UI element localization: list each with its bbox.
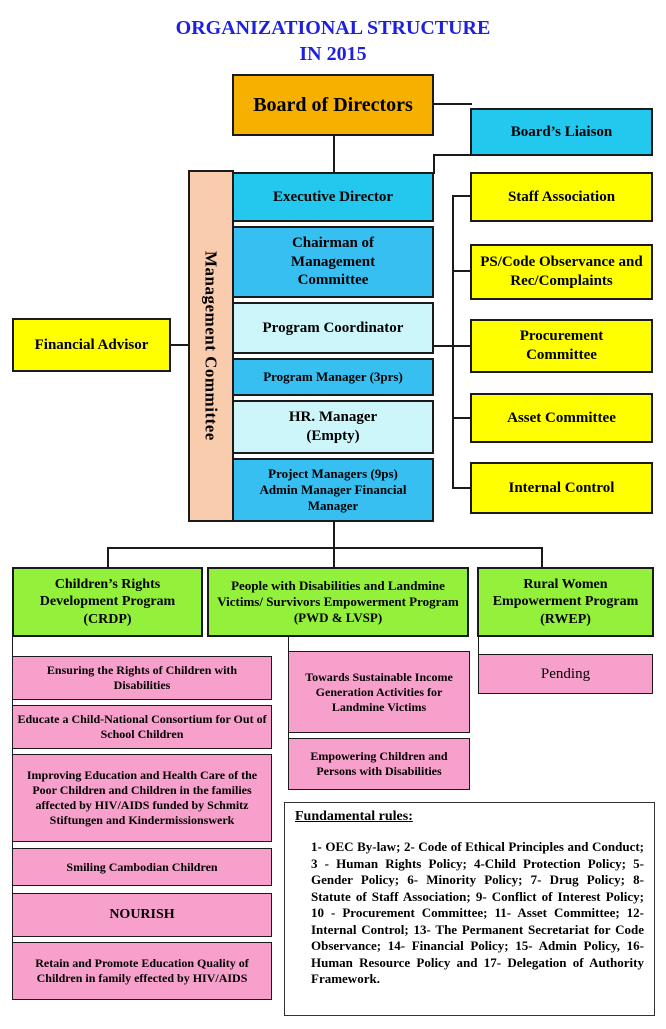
fundamental-rules-heading: Fundamental rules: xyxy=(295,809,644,825)
right-bracket-top-line xyxy=(433,154,435,174)
asset-committee-label: Asset Committee xyxy=(507,409,616,426)
crdp-project-3: Improving Education and Health Care of t… xyxy=(12,754,272,842)
crdp-project-1-label: Ensuring the Rights of Children with Dis… xyxy=(46,663,238,692)
rwep-project-1-label: Pending xyxy=(540,665,591,682)
crdp-project-2: Educate a Child-National Consortium for … xyxy=(12,705,272,749)
crdp-program-label: Children’s Rights Development Program (C… xyxy=(39,576,176,627)
program-manager-label: Program Manager (3prs) xyxy=(263,368,403,384)
financial-advisor-box: Financial Advisor xyxy=(12,318,171,372)
pwd-program-label: People with Disabilities and Landmine Vi… xyxy=(217,577,459,626)
project-managers-label: Project Managers (9ps) Admin Manager Fin… xyxy=(259,465,407,514)
bus-to-rwep-line xyxy=(541,547,543,568)
fundamental-rules-text: 1- OEC By-law; 2- Code of Ethical Princi… xyxy=(311,839,644,986)
fundamental-rules-colon: : xyxy=(408,809,413,824)
bus-to-crdp-line xyxy=(107,547,109,568)
chart-title-line1: ORGANIZATIONAL STRUCTURE xyxy=(175,17,491,39)
crdp-project-3-label: Improving Education and Health Care of t… xyxy=(26,768,258,827)
crdp-project-1: Ensuring the Rights of Children with Dis… xyxy=(12,656,272,700)
pwd-project-1: Towards Sustainable Income Generation Ac… xyxy=(288,651,470,733)
procurement-committee-box: Procurement Committee xyxy=(470,319,653,373)
board-of-directors-label: Board of Directors xyxy=(253,93,413,116)
program-coordinator-box: Program Coordinator xyxy=(232,302,434,354)
crdp-project-4: Smiling Cambodian Children xyxy=(12,848,272,886)
staff-association-label: Staff Association xyxy=(507,188,616,205)
code-observance-label: PS/Code Observance and Rec/Complaints xyxy=(480,254,643,289)
pwd-project-2: Empowering Children and Persons with Dis… xyxy=(288,738,470,790)
liaison-to-stack-connector xyxy=(433,154,472,156)
right-bracket-tick-5 xyxy=(452,487,471,489)
rwep-program-label: Rural Women Empowerment Program (RWEP) xyxy=(492,576,639,627)
crdp-project-6-label: Retain and Promote Education Quality of … xyxy=(35,956,249,985)
board-to-liaison-line xyxy=(433,103,472,105)
board-of-directors-box: Board of Directors xyxy=(232,74,434,136)
board-liaison-label: Board’s Liaison xyxy=(510,123,613,140)
crdp-project-6: Retain and Promote Education Quality of … xyxy=(12,942,272,1000)
crdp-project-2-label: Educate a Child-National Consortium for … xyxy=(17,712,267,741)
rwep-project-spine xyxy=(478,636,479,656)
right-bracket-tick-4 xyxy=(452,417,471,419)
bus-to-pwd-line xyxy=(333,547,335,568)
staff-association-box: Staff Association xyxy=(470,172,653,222)
crdp-project-4-label: Smiling Cambodian Children xyxy=(66,859,218,874)
pwd-project-1-label: Towards Sustainable Income Generation Ac… xyxy=(305,669,453,714)
program-coordinator-label: Program Coordinator xyxy=(262,319,404,336)
right-bracket-tick-2 xyxy=(452,270,471,272)
rwep-project-1: Pending xyxy=(478,654,653,694)
programs-bus-line xyxy=(107,547,543,549)
stack-to-committees-line xyxy=(433,345,454,347)
executive-director-label: Executive Director xyxy=(272,188,394,205)
management-committee-box: Management Committee xyxy=(188,170,234,522)
executive-director-box: Executive Director xyxy=(232,172,434,222)
chairman-management-committee-box: Chairman of Management Committee xyxy=(232,226,434,298)
pwd-program-box: People with Disabilities and Landmine Vi… xyxy=(207,567,469,637)
chart-title-line2: IN 2015 xyxy=(299,43,367,65)
hr-manager-box: HR. Manager (Empty) xyxy=(232,400,434,454)
asset-committee-box: Asset Committee xyxy=(470,393,653,443)
code-observance-box: PS/Code Observance and Rec/Complaints xyxy=(470,244,653,300)
fundamental-rules-box: Fundamental rules: 1- OEC By-law; 2- Cod… xyxy=(284,802,655,1016)
hr-manager-label: HR. Manager (Empty) xyxy=(288,409,378,444)
crdp-project-5: NOURISH xyxy=(12,893,272,937)
crdp-program-box: Children’s Rights Development Program (C… xyxy=(12,567,203,637)
chairman-management-committee-label: Chairman of Management Committee xyxy=(290,234,376,289)
program-manager-box: Program Manager (3prs) xyxy=(232,358,434,396)
rwep-program-box: Rural Women Empowerment Program (RWEP) xyxy=(477,567,654,637)
procurement-committee-label: Procurement Committee xyxy=(519,328,604,363)
advisor-to-committee-line xyxy=(170,344,190,346)
internal-control-box: Internal Control xyxy=(470,462,653,514)
crdp-project-5-label: NOURISH xyxy=(109,907,175,923)
right-bracket-tick-1 xyxy=(452,195,471,197)
pwd-project-2-label: Empowering Children and Persons with Dis… xyxy=(310,749,448,778)
financial-advisor-label: Financial Advisor xyxy=(34,336,149,353)
internal-control-label: Internal Control xyxy=(508,479,615,496)
right-bracket-tick-3 xyxy=(452,345,471,347)
management-committee-label: Management Committee xyxy=(201,251,221,441)
stack-to-programs-line xyxy=(333,522,335,548)
board-to-stack-line xyxy=(333,135,335,173)
board-liaison-box: Board’s Liaison xyxy=(470,108,653,156)
right-committee-bracket xyxy=(452,195,454,488)
fundamental-rules-heading-text: Fundamental rules xyxy=(295,809,409,824)
project-managers-box: Project Managers (9ps) Admin Manager Fin… xyxy=(232,458,434,522)
